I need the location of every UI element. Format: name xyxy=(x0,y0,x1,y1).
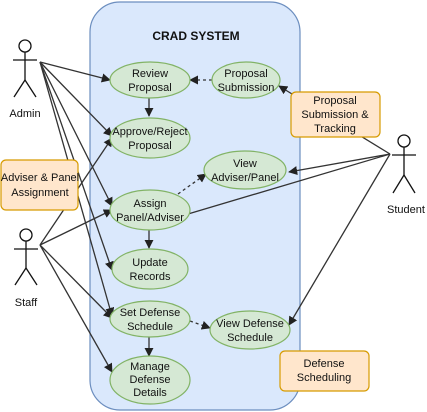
edge-student-viewadviser xyxy=(288,153,391,176)
svg-text:Submission: Submission xyxy=(218,82,275,94)
edge-admin-approve xyxy=(39,61,113,137)
use-case-view-defense-schedule: View Defense Schedule xyxy=(209,310,291,350)
svg-text:View: View xyxy=(233,158,257,170)
use-case-set-defense-schedule: Set Defense Schedule xyxy=(109,300,191,338)
svg-text:Proposal: Proposal xyxy=(313,95,356,107)
actor-staff xyxy=(14,228,38,286)
svg-text:Assign: Assign xyxy=(133,198,166,210)
svg-text:View Defense: View Defense xyxy=(216,318,284,330)
svg-text:Submission &: Submission & xyxy=(301,109,369,121)
use-case-review-proposal: Review Proposal xyxy=(109,61,191,99)
svg-text:Adviser/Panel: Adviser/Panel xyxy=(211,172,279,184)
edge-student-viewdefense xyxy=(288,153,391,326)
svg-text:Schedule: Schedule xyxy=(227,332,273,344)
svg-text:Defense: Defense xyxy=(130,374,171,386)
svg-text:Proposal: Proposal xyxy=(224,68,267,80)
svg-text:Panel/Adviser: Panel/Adviser xyxy=(116,212,184,224)
svg-text:Schedule: Schedule xyxy=(127,321,173,333)
svg-text:Tracking: Tracking xyxy=(314,123,356,135)
svg-text:Records: Records xyxy=(130,271,171,283)
svg-text:Review: Review xyxy=(132,68,168,80)
actor-staff-label: Staff xyxy=(15,297,38,309)
actor-student-label: Student xyxy=(387,204,425,216)
use-case-view-adviser-panel: View Adviser/Panel xyxy=(203,150,287,190)
use-case-approve-reject: Approve/Reject Proposal xyxy=(109,117,191,159)
use-case-proposal-submission: Proposal Submission xyxy=(211,61,281,99)
svg-text:Adviser & Panel: Adviser & Panel xyxy=(1,172,79,184)
use-case-manage-defense-details: Manage Defense Details xyxy=(109,355,191,405)
note-adviser-panel: Adviser & Panel Assignment xyxy=(0,159,79,211)
use-case-update-records: Update Records xyxy=(111,248,189,290)
svg-text:Proposal: Proposal xyxy=(128,82,171,94)
edge-staff-manage xyxy=(39,244,113,373)
edge-admin-review xyxy=(39,61,111,83)
svg-text:Assignment: Assignment xyxy=(11,187,68,199)
svg-text:Scheduling: Scheduling xyxy=(297,372,351,384)
dependencies xyxy=(177,75,212,330)
use-case-assign-panel-adviser: Assign Panel/Adviser xyxy=(109,189,191,231)
edge-staff-assign xyxy=(39,209,113,246)
edge-staff-setdefense xyxy=(39,244,113,319)
svg-text:Details: Details xyxy=(133,387,167,399)
svg-text:Proposal: Proposal xyxy=(128,140,171,152)
svg-text:Update: Update xyxy=(132,257,167,269)
actor-admin xyxy=(13,39,37,98)
note-defense-scheduling: Defense Scheduling xyxy=(279,350,370,392)
svg-text:Approve/Reject: Approve/Reject xyxy=(112,126,187,138)
actor-admin-label: Admin xyxy=(9,108,40,120)
svg-text:Manage: Manage xyxy=(130,361,170,373)
edge-admin-assign xyxy=(39,61,113,207)
system-title: CRAD SYSTEM xyxy=(152,29,239,43)
actor-student xyxy=(392,134,416,194)
note-proposal-tracking: Proposal Submission & Tracking xyxy=(290,91,381,138)
svg-text:Defense: Defense xyxy=(304,358,345,370)
svg-text:Set Defense: Set Defense xyxy=(120,307,181,319)
edge-student-assign xyxy=(187,153,391,215)
